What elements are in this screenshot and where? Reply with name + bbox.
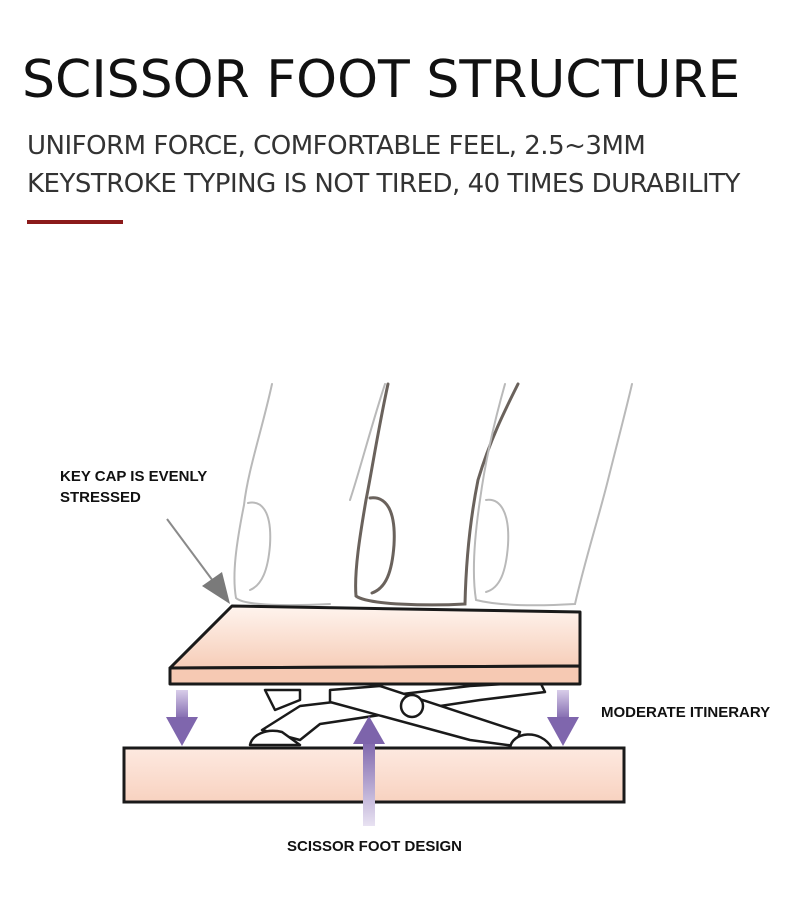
subtitle-line-1: UNIFORM FORCE, COMFORTABLE FEEL, 2.5~3MM [27, 131, 646, 161]
down-arrow-left [166, 690, 198, 746]
scissor-mechanism [248, 680, 554, 750]
keycap-pointer-arrow [166, 518, 230, 604]
keycap [168, 604, 582, 686]
up-arrow-center [353, 716, 385, 826]
callout-itinerary: MODERATE ITINERARY [601, 704, 771, 721]
callout-keycap: KEY CAP IS EVENLY STRESSED [60, 468, 208, 506]
finger-right [472, 383, 633, 607]
finger-left [233, 383, 386, 607]
down-arrow-right [547, 690, 579, 746]
accent-bar [27, 220, 123, 224]
callout-scissor: SCISSOR FOOT DESIGN [287, 838, 463, 855]
page-title: SCISSOR FOOT STRUCTURE [22, 50, 741, 110]
finger-middle [354, 382, 520, 607]
subtitle-line-2: KEYSTROKE TYPING IS NOT TIRED, 40 TIMES … [27, 169, 740, 199]
